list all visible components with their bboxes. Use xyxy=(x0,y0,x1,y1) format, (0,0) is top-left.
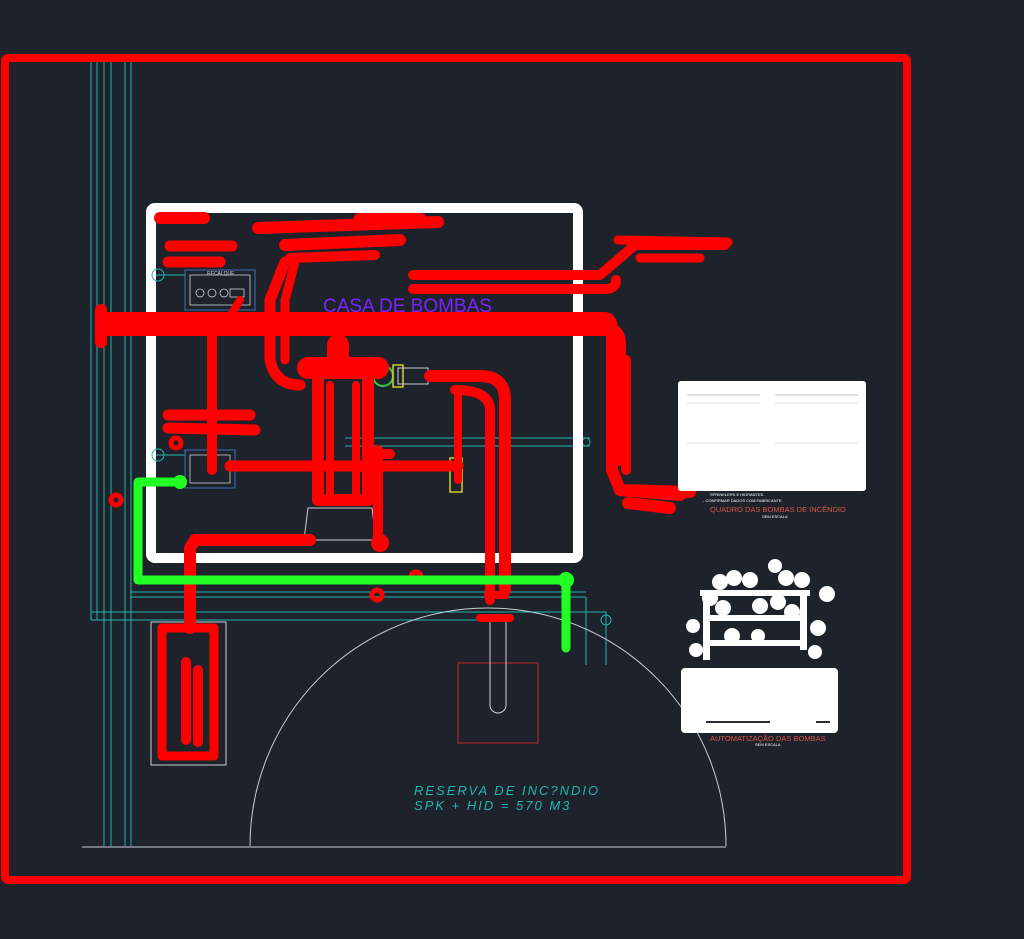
cad-linework xyxy=(90,58,607,846)
pipe-end-symbol xyxy=(581,437,591,447)
pump-base xyxy=(303,507,377,541)
recalque-label: RECALQUE xyxy=(207,271,235,277)
automatizacao-blobs xyxy=(686,559,835,660)
automatizacao-title: AUTOMATIZAÇÃO DAS BOMBAS xyxy=(710,734,826,743)
quadro-note-1: SPRINKLERS E HIDRANTES. xyxy=(710,492,764,497)
quadro-scale: SEM ESCALA xyxy=(762,514,788,519)
quadro-note-2: - CONFIRMAR DADOS COM FABRICANTE. xyxy=(703,498,783,503)
pump-house-walls xyxy=(146,203,583,563)
green-markup xyxy=(133,475,574,653)
recalque-device-top: RECALQUE xyxy=(184,269,256,311)
automatizacao-scale: SEM ESCALA xyxy=(755,742,781,747)
quadro-bombas-panel: SPRINKLERS E HIDRANTES. - CONFIRMAR DADO… xyxy=(678,381,866,519)
suction-pit xyxy=(457,662,539,744)
outer-frame xyxy=(1,54,911,884)
hydrant-symbol-bottom xyxy=(151,448,165,462)
flange xyxy=(392,364,404,388)
automatizacao-panel: AUTOMATIZAÇÃO DAS BOMBAS SEM ESCALA xyxy=(681,559,838,747)
valve-symbol-right xyxy=(600,614,612,626)
quadro-title: QUADRO DAS BOMBAS DE INCÊNDIO xyxy=(710,505,846,514)
casa-de-bombas-title: CASA DE BOMBAS xyxy=(323,296,492,317)
reserva-line-2: SPK + HID = 570 M3 xyxy=(414,798,571,813)
reserva-line-1: RESERVA DE INC?NDIO xyxy=(414,783,600,798)
hydrant-symbol-top xyxy=(151,268,165,282)
reservoir-outline xyxy=(249,607,727,847)
red-markup xyxy=(1,54,911,884)
suction-pipe xyxy=(489,620,507,714)
